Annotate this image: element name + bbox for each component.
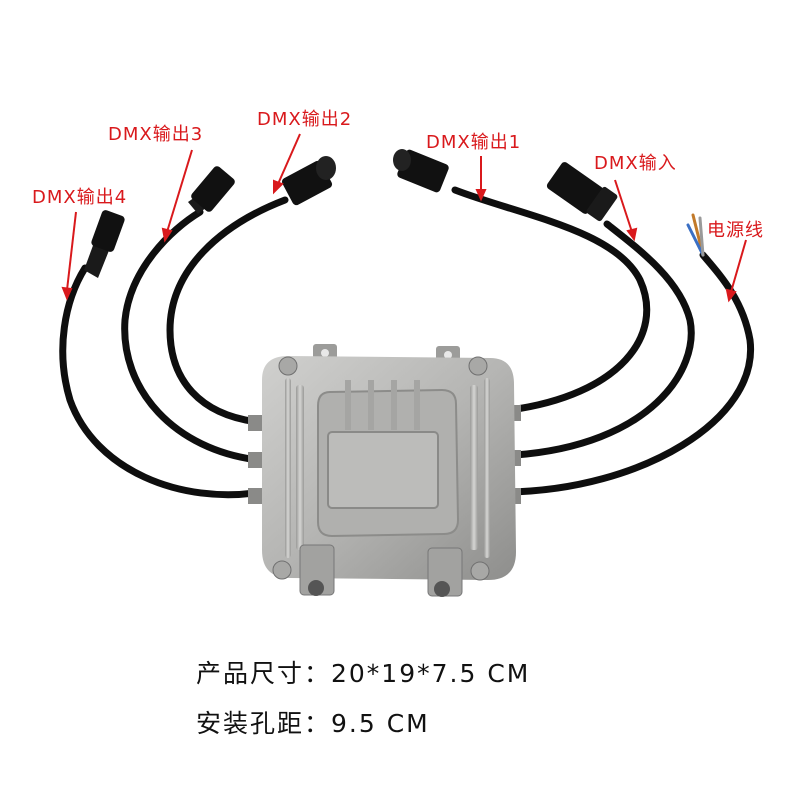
power-wire-tips [686,213,705,257]
connector-dmx-out-2 [281,156,336,206]
cable-dmx-out-2 [166,196,289,426]
cable-dmx-out-4 [59,264,266,499]
connector-dmx-out-3 [188,166,235,214]
cable-dmx-out-3 [121,208,262,464]
spec-hole-spacing: 安装孔距：9.5 CM [196,709,430,738]
label-dmx-out-4: DMX输出4 [32,187,128,208]
spec-product-size: 产品尺寸：20*19*7.5 CM [196,659,531,688]
arrow-dmx-in [614,179,633,233]
label-dmx-out-3: DMX输出3 [108,124,204,145]
cable-dmx-out-1 [451,186,651,414]
enclosure [248,344,521,597]
arrow-dmx-out-4 [66,211,77,291]
label-dmx-out-1: DMX输出1 [426,132,522,153]
arrow-dmx-out-3 [166,149,193,233]
label-dmx-out-2: DMX输出2 [257,109,353,130]
cable-power [504,251,755,496]
connector-dmx-in [546,162,618,222]
pointer-arrows [61,133,747,303]
label-power-line: 电源线 [707,220,764,241]
connector-dmx-out-4 [84,210,125,278]
arrow-power-line [730,239,747,293]
label-dmx-in: DMX输入 [594,153,677,174]
connector-dmx-out-1 [393,149,449,193]
cables [59,186,755,499]
cable-dmx-in [511,220,695,459]
arrow-dmx-out-2 [277,133,301,185]
